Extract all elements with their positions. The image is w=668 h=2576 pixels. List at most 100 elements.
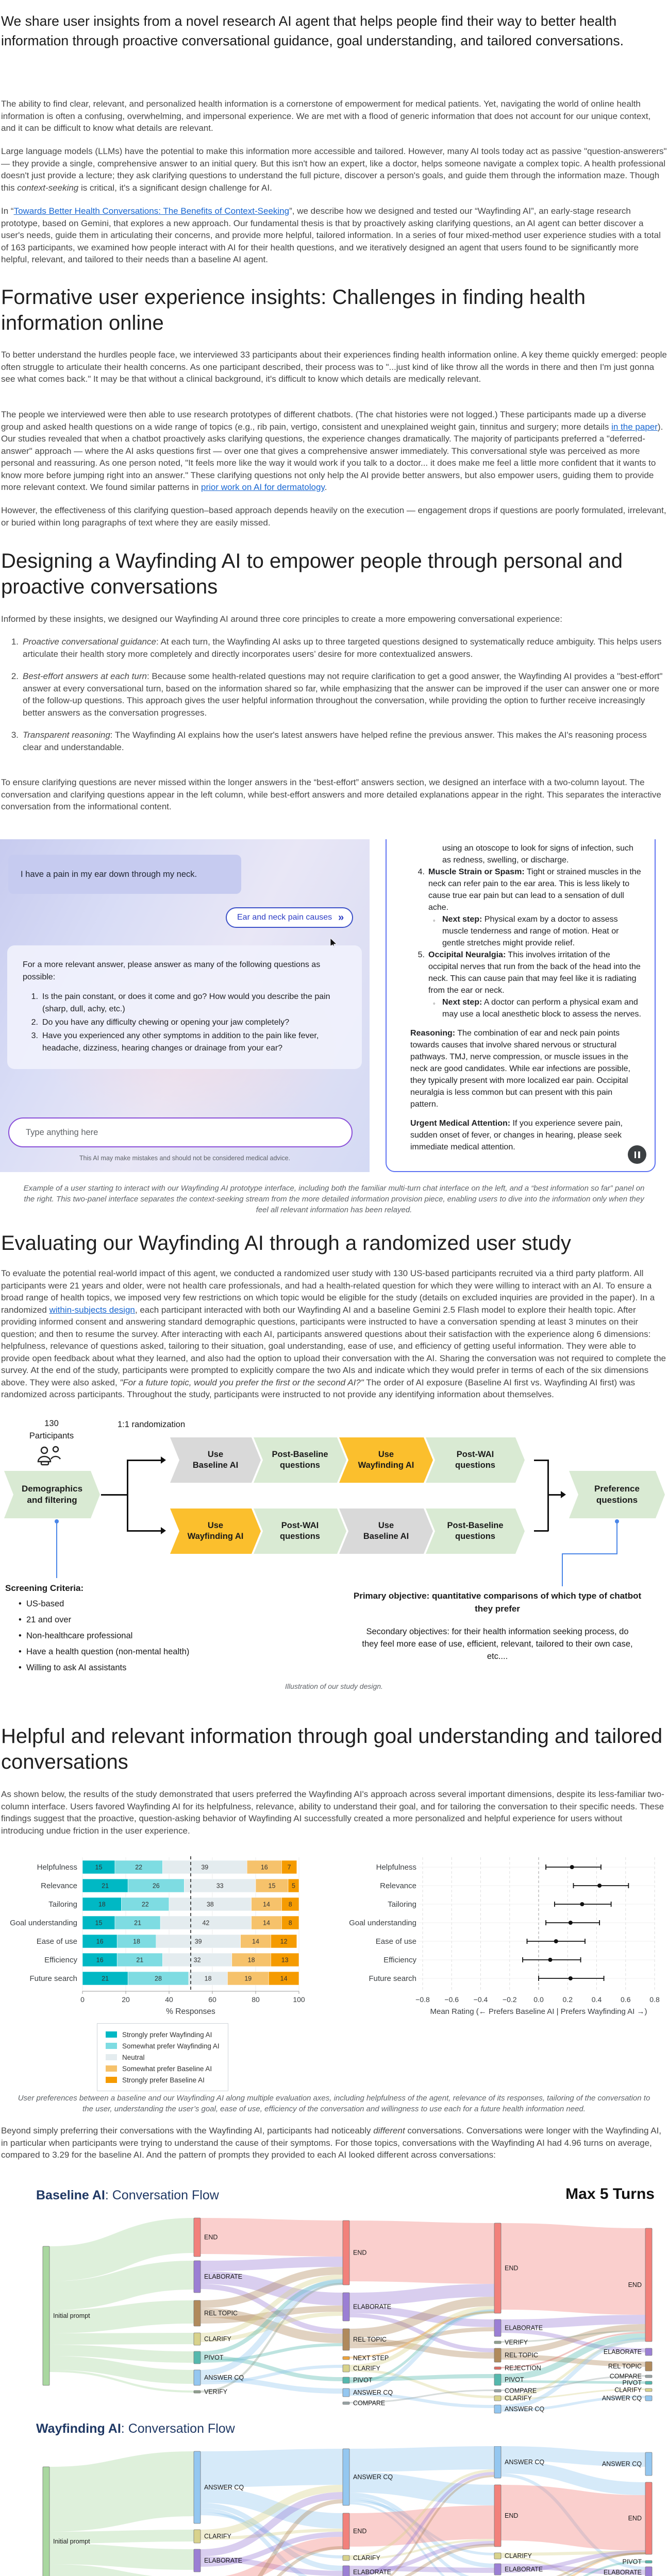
- svg-text:Future search: Future search: [369, 1974, 416, 1983]
- svg-text:ANSWER CQ: ANSWER CQ: [602, 2461, 642, 2468]
- svg-text:CLARIFY: CLARIFY: [505, 2552, 532, 2560]
- svg-text:22: 22: [135, 1864, 142, 1871]
- designing-closing: To ensure clarifying questions are never…: [1, 777, 661, 811]
- dermatology-link[interactable]: prior work on AI for dermatology: [201, 482, 325, 492]
- evaluating-p1: To evaluate the potential real-world imp…: [1, 1268, 666, 1399]
- svg-text:Initial prompt: Initial prompt: [53, 2312, 90, 2319]
- chat-input[interactable]: Type anything here: [8, 1117, 353, 1147]
- svg-text:15: 15: [269, 1883, 276, 1890]
- svg-text:12: 12: [280, 1938, 288, 1945]
- hollow-bullet-icon: ◦: [433, 917, 436, 924]
- secondary-objectives: Secondary objectives: for their health i…: [362, 1627, 633, 1661]
- in-the-paper-link[interactable]: in the paper: [611, 421, 658, 432]
- intro-p2-post: is critical, it's a significant design c…: [78, 182, 272, 193]
- step-post-baseline: Post-Baseline questions: [254, 1437, 346, 1483]
- intro-p2-italic: context-seeking: [17, 182, 79, 193]
- svg-text:% Responses: % Responses: [166, 2007, 215, 2016]
- svg-text:ELABORATE: ELABORATE: [604, 2348, 642, 2355]
- svg-text:ANSWER CQ: ANSWER CQ: [353, 2473, 393, 2481]
- principle-num: 3.: [11, 730, 19, 740]
- svg-text:21: 21: [136, 1957, 143, 1964]
- svg-text:32: 32: [194, 1957, 201, 1964]
- formative-p3: However, the effectiveness of this clari…: [1, 505, 666, 528]
- screening-bullet: • Non-healthcare professional: [19, 1631, 133, 1640]
- svg-text:Efficiency: Efficiency: [383, 1956, 416, 1964]
- step-use-baseline: Use Baseline AI: [339, 1509, 433, 1554]
- svg-text:Relevance: Relevance: [380, 1882, 416, 1890]
- designing-intro: Informed by these insights, we designed …: [1, 614, 562, 624]
- intro-p3-pre: In “: [1, 206, 14, 216]
- pause-button[interactable]: [628, 1145, 646, 1164]
- formative-p2-mid: ). Our studies revealed that when a chat…: [1, 421, 663, 493]
- paper-link[interactable]: Towards Better Health Conversations: The…: [13, 206, 290, 216]
- principle-text: : The Wayfinding AI explains how the use…: [23, 730, 647, 752]
- svg-text:ANSWER CQ: ANSWER CQ: [602, 2395, 642, 2402]
- card-item-5-next-step: ◦ Next step: A doctor can perform a phys…: [433, 996, 641, 1020]
- callout-dot: [615, 1519, 619, 1523]
- svg-text:Mean Rating (← Prefers Baselin: Mean Rating (← Prefers Baseline AI | Pre…: [430, 2007, 647, 2016]
- svg-text:Goal understanding: Goal understanding: [10, 1919, 77, 1927]
- svg-text:Initial prompt: Initial prompt: [53, 2538, 90, 2545]
- legend-swatch: [106, 2031, 117, 2038]
- legend-item: Strongly prefer Baseline AI: [106, 2074, 220, 2086]
- svg-text:ELABORATE: ELABORATE: [204, 2273, 242, 2280]
- sankey-wayfinding-title: Wayfinding AI: Conversation Flow: [36, 2421, 235, 2436]
- svg-text:0: 0: [80, 1995, 85, 2004]
- svg-text:END: END: [353, 2528, 366, 2535]
- heading-helpful: Helpful and relevant information through…: [1, 1725, 663, 1773]
- formative-p2: The people we interviewed were then able…: [1, 409, 667, 494]
- helpful-p1: As shown below, the results of the study…: [1, 1789, 664, 1836]
- svg-text:ANSWER CQ: ANSWER CQ: [505, 2459, 544, 2466]
- chat-panel: I have a pain in my ear down through my …: [0, 839, 370, 1172]
- within-subjects-link[interactable]: within-subjects design: [49, 1304, 135, 1315]
- svg-text:14: 14: [263, 1901, 270, 1908]
- heading-formative: Formative user experience insights: Chal…: [1, 286, 586, 334]
- svg-text:Tailoring: Tailoring: [388, 1900, 416, 1909]
- svg-text:−0.6: −0.6: [444, 1995, 459, 2004]
- legend-item: Somewhat prefer Baseline AI: [106, 2063, 220, 2074]
- svg-text:NEXT STEP: NEXT STEP: [353, 2354, 389, 2362]
- svg-text:ANSWER CQ: ANSWER CQ: [204, 2374, 244, 2381]
- svg-text:CLARIFY: CLARIFY: [204, 2533, 231, 2540]
- legend-item: Somewhat prefer Wayfinding AI: [106, 2040, 220, 2052]
- svg-text:PIVOT: PIVOT: [204, 2354, 224, 2361]
- formative-p2-pre: The people we interviewed were then able…: [1, 410, 646, 432]
- principle-text: : Because some health-related questions …: [23, 671, 663, 718]
- svg-text:39: 39: [195, 1938, 202, 1945]
- step-post-baseline: Post-Baseline questions: [426, 1509, 525, 1554]
- svg-text:100: 100: [293, 1995, 305, 2004]
- svg-text:ANSWER CQ: ANSWER CQ: [204, 2484, 244, 2491]
- screening-bullet: • Have a health question (non-mental hea…: [19, 1647, 190, 1656]
- helpful-p2: Beyond simply preferring their conversat…: [1, 2126, 662, 2160]
- svg-text:Relevance: Relevance: [41, 1882, 77, 1890]
- intro-p2: Large language models (LLMs) have the po…: [1, 145, 667, 194]
- svg-text:CLARIFY: CLARIFY: [353, 2554, 380, 2562]
- svg-text:−0.2: −0.2: [503, 1995, 517, 2004]
- svg-text:5: 5: [292, 1883, 295, 1890]
- suggestion-pill-button[interactable]: Ear and neck pain causes »: [226, 907, 354, 928]
- svg-text:END: END: [628, 2281, 642, 2289]
- screening-bullet: • Willing to ask AI assistants: [19, 1663, 127, 1672]
- intro-p2-text: Large language models (LLMs) have the po…: [1, 146, 667, 193]
- legend-item: Neutral: [106, 2052, 220, 2063]
- ai-intro-text: For a more relevant answer, please answe…: [23, 960, 321, 981]
- clarifying-question: 1.Is the pain constant, or does it come …: [31, 992, 330, 1013]
- intro-p3: In “Towards Better Health Conversations:…: [1, 205, 667, 266]
- max-turns-annotation: Max 5 Turns: [565, 2185, 655, 2202]
- participants-count: 130 Participants: [29, 1419, 74, 1440]
- hollow-bullet-icon: ◦: [433, 999, 436, 1007]
- page-title: We share user insights from a novel rese…: [1, 13, 624, 48]
- heading-designing: Designing a Wayfinding AI to empower peo…: [1, 550, 623, 598]
- screening-bullet: • 21 and over: [19, 1615, 72, 1624]
- card-item-4: 4. Muscle Strain or Spasm: Tight or stra…: [417, 868, 641, 912]
- svg-text:Helpfulness: Helpfulness: [37, 1863, 77, 1872]
- svg-text:19: 19: [244, 1975, 252, 1982]
- svg-text:Helpfulness: Helpfulness: [376, 1863, 416, 1872]
- svg-text:PIVOT: PIVOT: [622, 2558, 642, 2566]
- step-post-wai: Post-WAI questions: [426, 1437, 525, 1483]
- legend-item: Strongly prefer Wayfinding AI: [106, 2029, 220, 2040]
- svg-text:0.2: 0.2: [563, 1995, 573, 2004]
